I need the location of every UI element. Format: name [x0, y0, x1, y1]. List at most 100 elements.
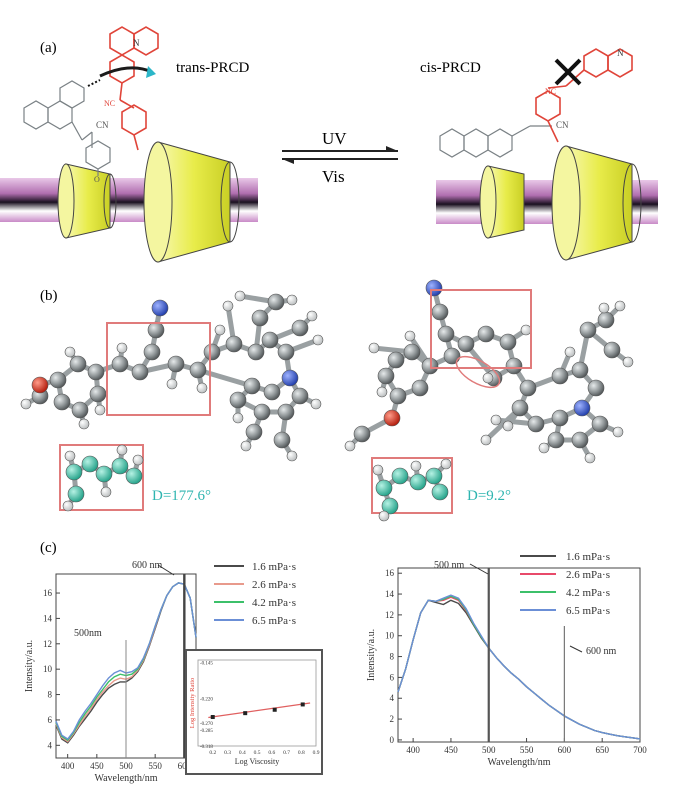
carbon-atom: [167, 355, 185, 373]
carbon-atom: [203, 343, 221, 361]
inset-x-tick-label: 0.9: [313, 750, 320, 756]
carbon-atom: [277, 343, 295, 361]
cn-label-right: CN: [556, 120, 569, 130]
panel-a: (a) CN O: [0, 26, 658, 263]
x-axis-label: Wavelength/nm: [487, 757, 550, 768]
carbon-atom: [389, 387, 407, 405]
x-tick-label: 400: [406, 745, 420, 755]
highlight-ellipse-right: [455, 355, 501, 389]
hydrogen-atom: [520, 324, 532, 336]
dihedral-fragment-right: [372, 458, 452, 522]
oxygen-atom: [31, 376, 49, 394]
carbon-atom: [69, 355, 87, 373]
cis-assembly: CN N NC cis-PRCD: [420, 48, 658, 261]
carbon-atom: [225, 335, 243, 353]
carbon-atom: [411, 379, 429, 397]
hydrogen-atom: [310, 398, 322, 410]
y-tick-label: 6: [390, 672, 395, 682]
hydrogen-atom: [222, 300, 234, 312]
carbon-atom: [499, 333, 517, 351]
annotation-500nm: 500nm: [74, 628, 102, 639]
carbon-atom: [387, 351, 405, 369]
carbon-atom: [291, 319, 309, 337]
legend-label: 2.6 mPa·s: [566, 569, 610, 581]
carbon-atom: [267, 293, 285, 311]
inset-x-tick-label: 0.2: [209, 750, 216, 756]
y-tick-label: 12: [385, 610, 394, 620]
carbon-atom: [443, 347, 461, 365]
carbon-atom: [65, 463, 83, 481]
series-line: [397, 594, 641, 740]
inset-y-tick-label: -0.285: [200, 729, 213, 734]
inset-x-tick-label: 0.5: [254, 750, 261, 756]
hydrogen-atom: [368, 342, 380, 354]
annotation-600nm: 600 nm: [132, 560, 163, 571]
o-label-left: O: [94, 175, 100, 184]
hydrogen-atom: [234, 290, 246, 302]
carbon-atom: [431, 303, 449, 321]
cis-prcd-label: cis-PRCD: [420, 60, 481, 76]
inset-fit-line: [208, 702, 311, 719]
carbon-atom: [505, 357, 523, 375]
carbon-atom: [403, 343, 421, 361]
legend-label: 1.6 mPa·s: [252, 561, 296, 573]
carbon-atom: [189, 361, 207, 379]
plot-frame: [397, 567, 641, 743]
x-tick-label: 450: [90, 761, 104, 771]
annotation-600-pointer: [157, 564, 175, 576]
carbon-atom: [111, 355, 129, 373]
x-tick-label: 700: [633, 745, 647, 755]
legend-label: 4.2 mPa·s: [566, 587, 610, 599]
hydrogen-atom: [622, 356, 634, 368]
carbon-atom: [431, 483, 449, 501]
inset-frame: [197, 659, 317, 747]
y-tick-label: 10: [385, 631, 395, 641]
carbon-atom: [579, 321, 597, 339]
hydrogen-atom: [490, 414, 502, 426]
carbon-atom: [247, 343, 265, 361]
y-tick-label: 12: [43, 639, 52, 649]
carbon-atom: [547, 431, 565, 449]
y-tick-label: 14: [43, 613, 53, 623]
hydrogen-atom: [116, 342, 128, 354]
nitrogen-atom: [151, 299, 169, 317]
carbon-atom: [81, 455, 99, 473]
trans-red-dye: [109, 26, 159, 151]
hydrogen-atom: [312, 334, 324, 346]
hydrogen-atom: [132, 454, 144, 466]
y-tick-label: 0: [390, 735, 395, 745]
trans-assembly: CN O N NC trans-PRCD: [0, 26, 258, 263]
y-tick-label: 16: [43, 588, 53, 598]
y-tick-label: 4: [390, 693, 395, 703]
y-tick-label: 14: [385, 589, 395, 599]
x-tick-label: 600: [178, 761, 192, 771]
inset-x-tick-label: 0.8: [298, 750, 305, 756]
hydrogen-atom: [196, 382, 208, 394]
carbon-atom: [477, 325, 495, 343]
inset-y-tick-label: -0.145: [200, 661, 213, 666]
hydrogen-atom: [598, 302, 610, 314]
carbon-atom: [71, 401, 89, 419]
hydrogen-atom: [480, 434, 492, 446]
inset-y-tick-label: -0.270: [200, 722, 213, 727]
carbon-atom: [291, 387, 309, 405]
carbon-atom: [143, 343, 161, 361]
hydrogen-atom: [502, 420, 514, 432]
carbon-atom: [597, 311, 615, 329]
series-line: [397, 596, 641, 740]
hydrogen-atom: [20, 398, 32, 410]
vis-label: Vis: [322, 167, 345, 186]
inset-point: [300, 702, 305, 707]
hydrogen-atom: [404, 330, 416, 342]
nitrogen-atom: [425, 279, 443, 297]
carbon-atom: [381, 497, 399, 515]
y-tick-label: 6: [48, 715, 53, 725]
hydrogen-atom: [584, 452, 596, 464]
carbon-atom: [253, 403, 271, 421]
dihedral-label-left: D=177.6°: [152, 488, 211, 504]
nc-label-left: NC: [104, 99, 115, 108]
carbon-atom: [251, 309, 269, 327]
